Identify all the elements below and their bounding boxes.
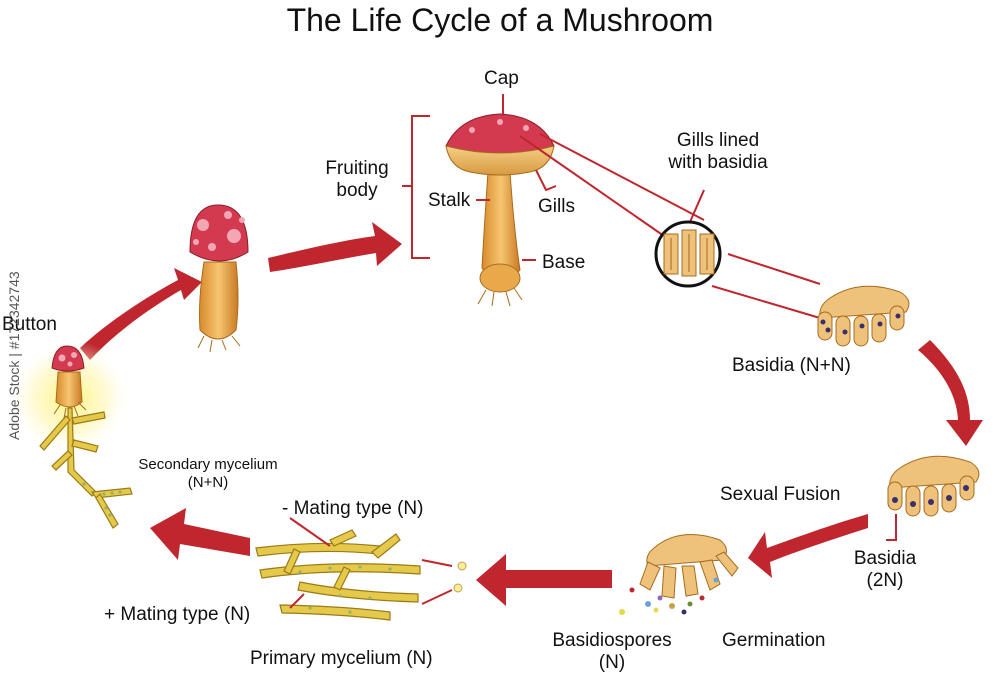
minus-mating-label: - Mating type (N) <box>282 498 424 519</box>
arrow-spores-to-primary <box>476 554 612 606</box>
basidia-2n-line1: Basidia <box>853 548 917 569</box>
stalk-label: Stalk <box>428 190 471 211</box>
secondary-mycelium-nuclei <box>82 482 122 517</box>
plus-mating-label: + Mating type (N) <box>104 604 251 625</box>
primary-mycelium-nuclei <box>298 565 392 614</box>
zoom-lines-cap <box>519 133 705 237</box>
basidiospores-line1: Basidiospores <box>552 630 672 651</box>
basidia-nn-label: Basidia (N+N) <box>732 355 851 376</box>
secondary-mycelium <box>39 407 133 529</box>
base-label: Base <box>542 252 586 273</box>
minus-mating-callout <box>289 517 453 567</box>
basidia-nn <box>817 285 910 347</box>
basidiospores <box>619 577 719 615</box>
button-label: Button <box>2 314 57 335</box>
gills-lined-label: Gills lined with basidia <box>652 130 784 174</box>
mature-mushroom <box>445 113 555 307</box>
basidia-2n-label: Basidia (2N) <box>840 548 930 592</box>
mating-spores <box>453 561 467 593</box>
basidia-2n <box>887 455 980 517</box>
arrow-fusion-to-germination <box>748 514 868 578</box>
diagram-title: The Life Cycle of a Mushroom <box>286 2 714 38</box>
basidiospores-label: Basidiospores (N) <box>532 630 692 674</box>
button-mushroom <box>51 345 87 419</box>
secondary-mycelium-line1: Secondary mycelium <box>138 456 278 473</box>
gills-lined-line1: Gills lined <box>676 130 760 151</box>
sexual-fusion-label: Sexual Fusion <box>720 484 841 505</box>
basidia-2n-callout <box>886 514 897 541</box>
fruiting-body-line2: body <box>336 180 378 201</box>
basidia-2n-line2: (2N) <box>866 570 904 591</box>
secondary-mycelium-line2: (N+N) <box>187 474 229 491</box>
arrow-young-to-fruiting <box>268 222 402 272</box>
young-mushroom <box>189 204 249 353</box>
stock-watermark: Adobe Stock | #172342743 <box>6 271 22 440</box>
arrow-basidia-down <box>918 340 983 446</box>
primary-mycelium-label: Primary mycelium (N) <box>250 648 433 669</box>
plus-mating-callout <box>289 589 453 609</box>
gill-magnifier <box>654 220 722 288</box>
gills-lined-line2: with basidia <box>668 152 768 173</box>
arrow-button-to-young <box>80 268 202 360</box>
cap-label: Cap <box>484 68 519 89</box>
germinating-basidia <box>639 534 739 599</box>
basidiospores-line2: (N) <box>598 652 626 673</box>
gills-lined-callout <box>689 189 705 223</box>
fruiting-body-bracket <box>402 115 430 259</box>
fruiting-body-line1: Fruiting <box>325 158 389 179</box>
fruiting-body-label: Fruiting body <box>314 158 400 202</box>
secondary-mycelium-label: Secondary mycelium (N+N) <box>118 456 298 492</box>
arrow-primary-to-secondary <box>150 508 250 560</box>
primary-mycelium <box>255 529 421 621</box>
gills-callout <box>535 169 557 192</box>
gills-label: Gills <box>538 196 575 217</box>
germination-label: Germination <box>722 630 826 651</box>
zoom-lines-basidia <box>711 253 821 319</box>
